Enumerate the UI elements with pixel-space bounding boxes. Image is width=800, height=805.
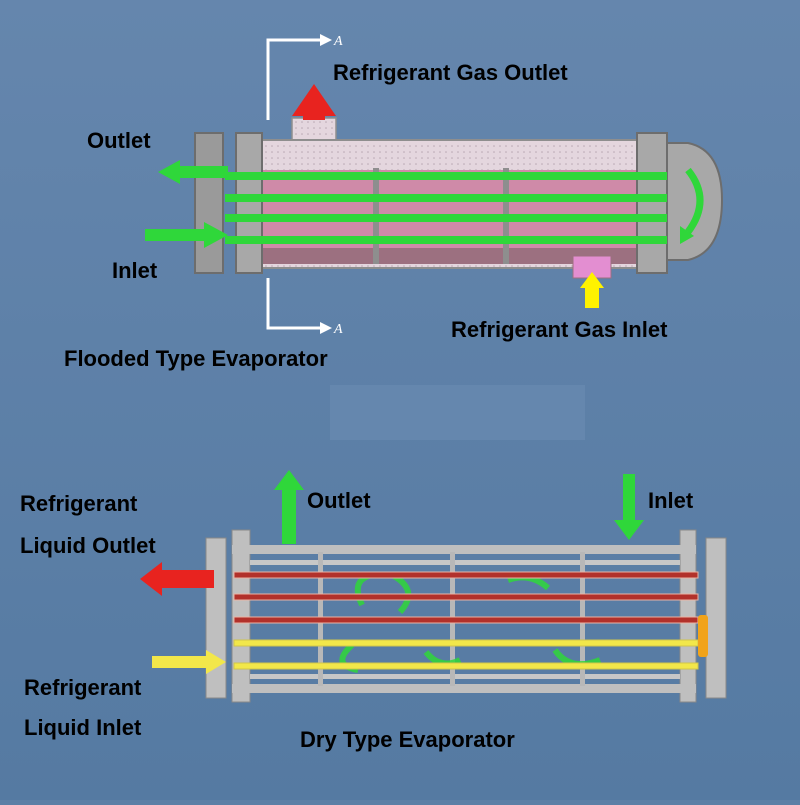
water-inlet-stem — [145, 229, 205, 241]
water-inlet-arrow — [204, 222, 228, 248]
gas-inlet-arrow-stem — [585, 286, 599, 308]
return-head — [666, 142, 724, 261]
tube-cold — [233, 662, 699, 670]
gas-outlet-label: Refrigerant Gas Outlet — [333, 60, 568, 85]
liquid-inlet-label-line1: Refrigerant — [24, 675, 142, 700]
water-outlet-arrow — [158, 160, 180, 184]
tube-sheet-left-outer — [194, 132, 224, 274]
water-outlet-label: Outlet — [87, 128, 151, 153]
gas-outlet-arrow-stem — [303, 110, 325, 120]
tube-hot — [233, 571, 699, 579]
water-inlet-stem — [623, 474, 635, 524]
water-inlet-label: Inlet — [112, 258, 158, 283]
dry-evaporator — [140, 470, 727, 703]
flooded-evaporator: A A — [145, 34, 724, 337]
liquid-inlet-arrow — [206, 650, 226, 674]
section-line-bottom — [266, 278, 320, 330]
tube — [225, 236, 667, 244]
tube-hot — [233, 616, 699, 624]
dry-title: Dry Type Evaporator — [300, 727, 515, 752]
liquid-outlet-label-line1: Refrigerant — [20, 491, 138, 516]
liquid-outlet-stem — [160, 570, 214, 588]
section-arrow-bottom — [320, 322, 332, 334]
liquid-inlet-label-line2: Liquid Inlet — [24, 715, 142, 740]
section-mark-top: A — [333, 34, 343, 49]
water-outlet-stem — [282, 488, 296, 544]
dry-shell-bottom — [232, 684, 696, 693]
liquid-outlet-label-line2: Liquid Outlet — [20, 533, 156, 558]
section-arrow-top — [320, 34, 332, 46]
section-mark-bottom: A — [333, 322, 343, 337]
dry-frame-right-inner — [679, 529, 697, 703]
dry-water-outlet-label: Outlet — [307, 488, 371, 513]
return-flow-curve — [685, 167, 704, 235]
tube — [225, 214, 667, 222]
water-inlet-arrow — [614, 520, 644, 540]
tube-sheet-right — [636, 132, 668, 274]
section-line-top — [266, 38, 320, 120]
tube-hot — [233, 593, 699, 601]
water-outlet-arrow — [274, 470, 304, 490]
liquid-bottom-shade — [258, 248, 640, 264]
gas-inlet-label: Refrigerant Gas Inlet — [451, 317, 668, 342]
flooded-title: Flooded Type Evaporator — [64, 346, 328, 371]
dry-frame-left-inner — [231, 529, 251, 703]
dry-inner-top — [250, 560, 680, 565]
dry-inner-bottom — [250, 674, 680, 679]
dry-frame-right-outer — [705, 537, 727, 699]
liquid-inlet-stem — [152, 656, 208, 668]
tube-sheet-left-inner — [235, 132, 263, 274]
tube — [225, 194, 667, 202]
flooded-tube-bundle — [225, 172, 667, 244]
tube-cold — [233, 639, 699, 647]
return-bend — [698, 615, 708, 657]
dry-water-inlet-label: Inlet — [648, 488, 694, 513]
dry-shell-top — [232, 545, 696, 554]
return-flow-arrowhead — [680, 226, 694, 244]
water-outlet-stem — [178, 166, 228, 178]
tube — [225, 172, 667, 180]
gas-outlet-arrow — [292, 84, 336, 116]
liquid-outlet-arrow — [140, 562, 162, 596]
separator-band — [330, 385, 585, 440]
dry-frame-left-outer — [205, 537, 227, 699]
gas-inlet-arrow — [580, 272, 604, 288]
